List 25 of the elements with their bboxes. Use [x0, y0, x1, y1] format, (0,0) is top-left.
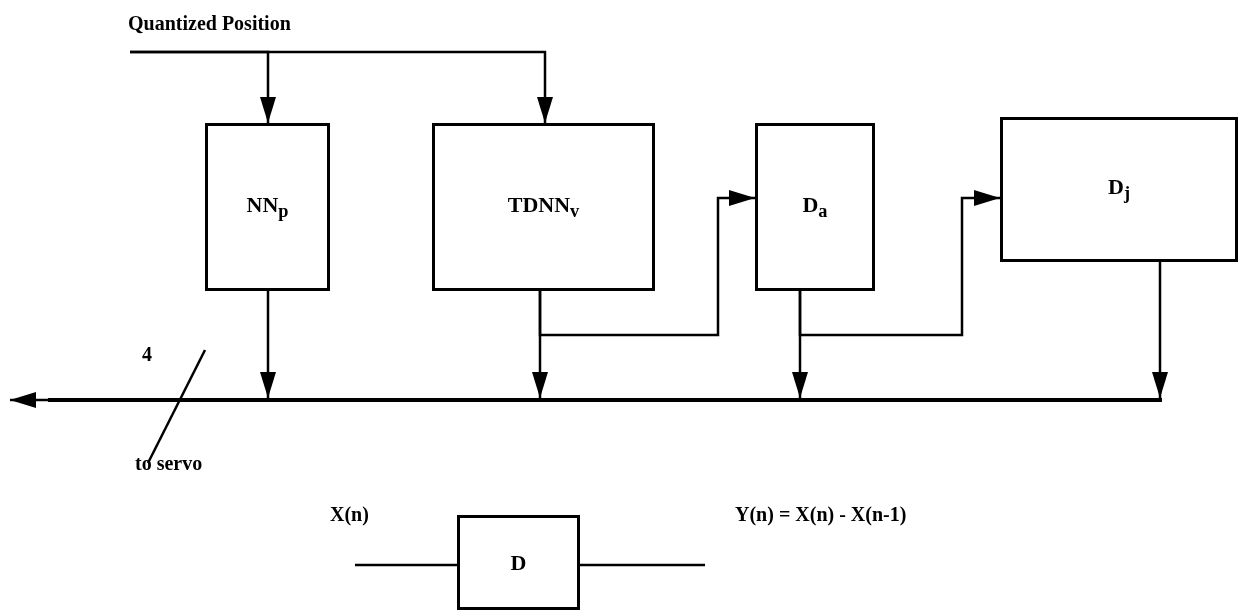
annotation-label: X(n) — [330, 503, 369, 526]
annotation-label: to servo — [135, 452, 203, 475]
connector-line — [580, 563, 705, 567]
block-box — [1000, 117, 1238, 262]
block-box — [755, 123, 875, 291]
arrow — [260, 291, 276, 398]
connector-line — [355, 563, 457, 567]
annotation-label: 4 — [142, 343, 152, 366]
arrow — [130, 50, 553, 123]
block-label: D$_{j}$ — [1108, 174, 1130, 205]
arrow — [1152, 262, 1168, 398]
arrow — [792, 291, 808, 398]
input-label: Quantized Position — [128, 12, 291, 34]
block-label: TDNN$_{v}$ — [507, 191, 580, 223]
arrow — [10, 392, 48, 408]
block-label: NN$_{p}$ — [246, 191, 289, 223]
block-label: D$_{a}$ — [802, 191, 828, 223]
arrow — [538, 190, 755, 337]
annotation-label: Y(n) = X(n) - X(n-1) — [735, 503, 907, 526]
block-box — [205, 123, 330, 291]
arrow — [798, 190, 1000, 337]
arrow — [532, 291, 548, 398]
block-label: D — [510, 549, 527, 576]
block-box — [457, 515, 580, 610]
block-box — [432, 123, 655, 291]
